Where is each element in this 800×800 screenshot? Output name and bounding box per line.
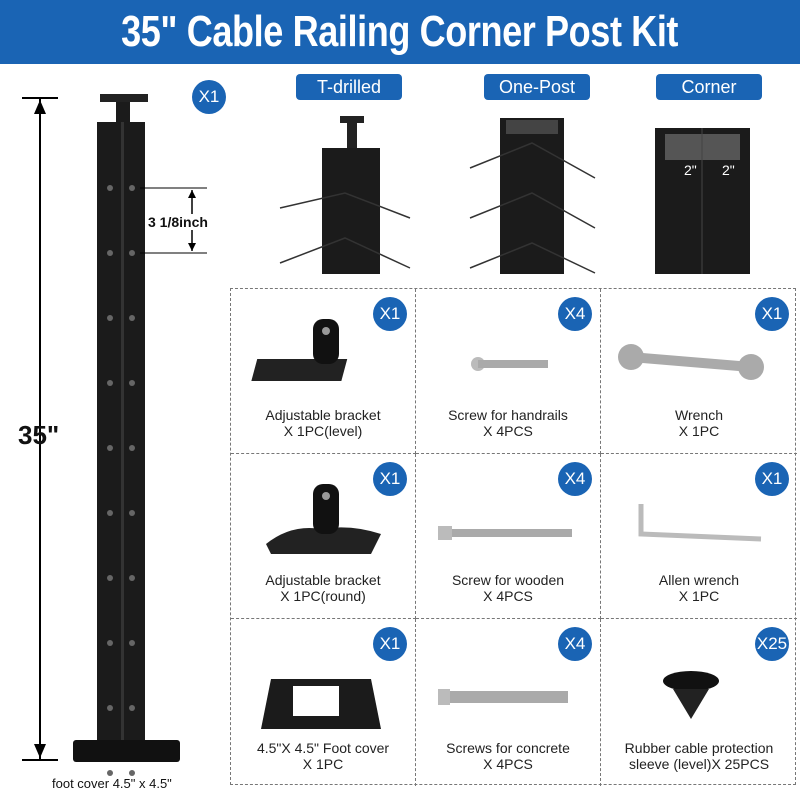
- part-count: X 1PC: [678, 588, 720, 604]
- post-variants-illustration: [279, 116, 750, 274]
- part-quantity-badge: X1: [373, 627, 407, 661]
- part-name: 4.5"X 4.5" Foot cover: [256, 740, 390, 756]
- anchor-bolt-icon: [438, 689, 568, 705]
- part-name: Adjustable bracket: [265, 572, 381, 588]
- part-name: Wrench: [675, 407, 723, 423]
- part-name: Screw for wooden: [451, 572, 565, 588]
- rubber-sleeve-icon: [663, 671, 719, 719]
- bracket-round-icon: [266, 484, 381, 554]
- part-count: X 4PCS: [483, 588, 533, 604]
- bracket-level-icon: [251, 319, 348, 381]
- part-quantity-badge: X1: [755, 297, 789, 331]
- part-count: X 1PC: [302, 756, 344, 772]
- hole-spacing-label: 3 1/8inch: [148, 214, 208, 230]
- part-quantity-badge: X25: [755, 627, 789, 661]
- title-banner: 35" Cable Railing Corner Post Kit: [0, 0, 800, 64]
- part-quantity-badge: X4: [558, 297, 592, 331]
- post-quantity-badge: X1: [192, 80, 226, 114]
- part-count: X 4PCS: [483, 756, 533, 772]
- variant-tag-one-post: One-Post: [484, 74, 590, 100]
- corner-post-illustration: [22, 94, 207, 776]
- part-count: sleeve (level)X 25PCS: [628, 756, 770, 772]
- part-count: X 1PC(level): [283, 423, 363, 439]
- foot-cover-icon: [261, 679, 381, 729]
- part-count: X 1PC: [678, 423, 720, 439]
- part-name: Allen wrench: [658, 572, 740, 588]
- post-height-label: 35": [18, 420, 60, 450]
- screw-icon: [471, 357, 548, 371]
- variant-tag-corner: Corner: [656, 74, 762, 100]
- part-quantity-badge: X4: [558, 462, 592, 496]
- wrench-icon: [618, 344, 764, 380]
- part-name: Rubber cable protection: [624, 740, 774, 756]
- page-title: 35" Cable Railing Corner Post Kit: [121, 7, 679, 56]
- part-name: Screws for concrete: [446, 740, 570, 756]
- lag-screw-icon: [438, 526, 572, 540]
- variant-tag-t-drilled: T-drilled: [296, 74, 402, 100]
- part-quantity-badge: X4: [558, 627, 592, 661]
- part-name: Screw for handrails: [448, 407, 568, 423]
- part-count: X 1PC(round): [280, 588, 366, 604]
- part-quantity-badge: X1: [755, 462, 789, 496]
- part-quantity-badge: X1: [373, 297, 407, 331]
- part-count: X 4PCS: [483, 423, 533, 439]
- part-name: Adjustable bracket: [265, 407, 381, 423]
- corner-dim-left: 2": [684, 162, 697, 178]
- allen-wrench-icon: [638, 504, 762, 542]
- foot-cover-size-label: foot cover 4.5" x 4.5": [52, 776, 172, 791]
- part-quantity-badge: X1: [373, 462, 407, 496]
- corner-dim-right: 2": [722, 162, 735, 178]
